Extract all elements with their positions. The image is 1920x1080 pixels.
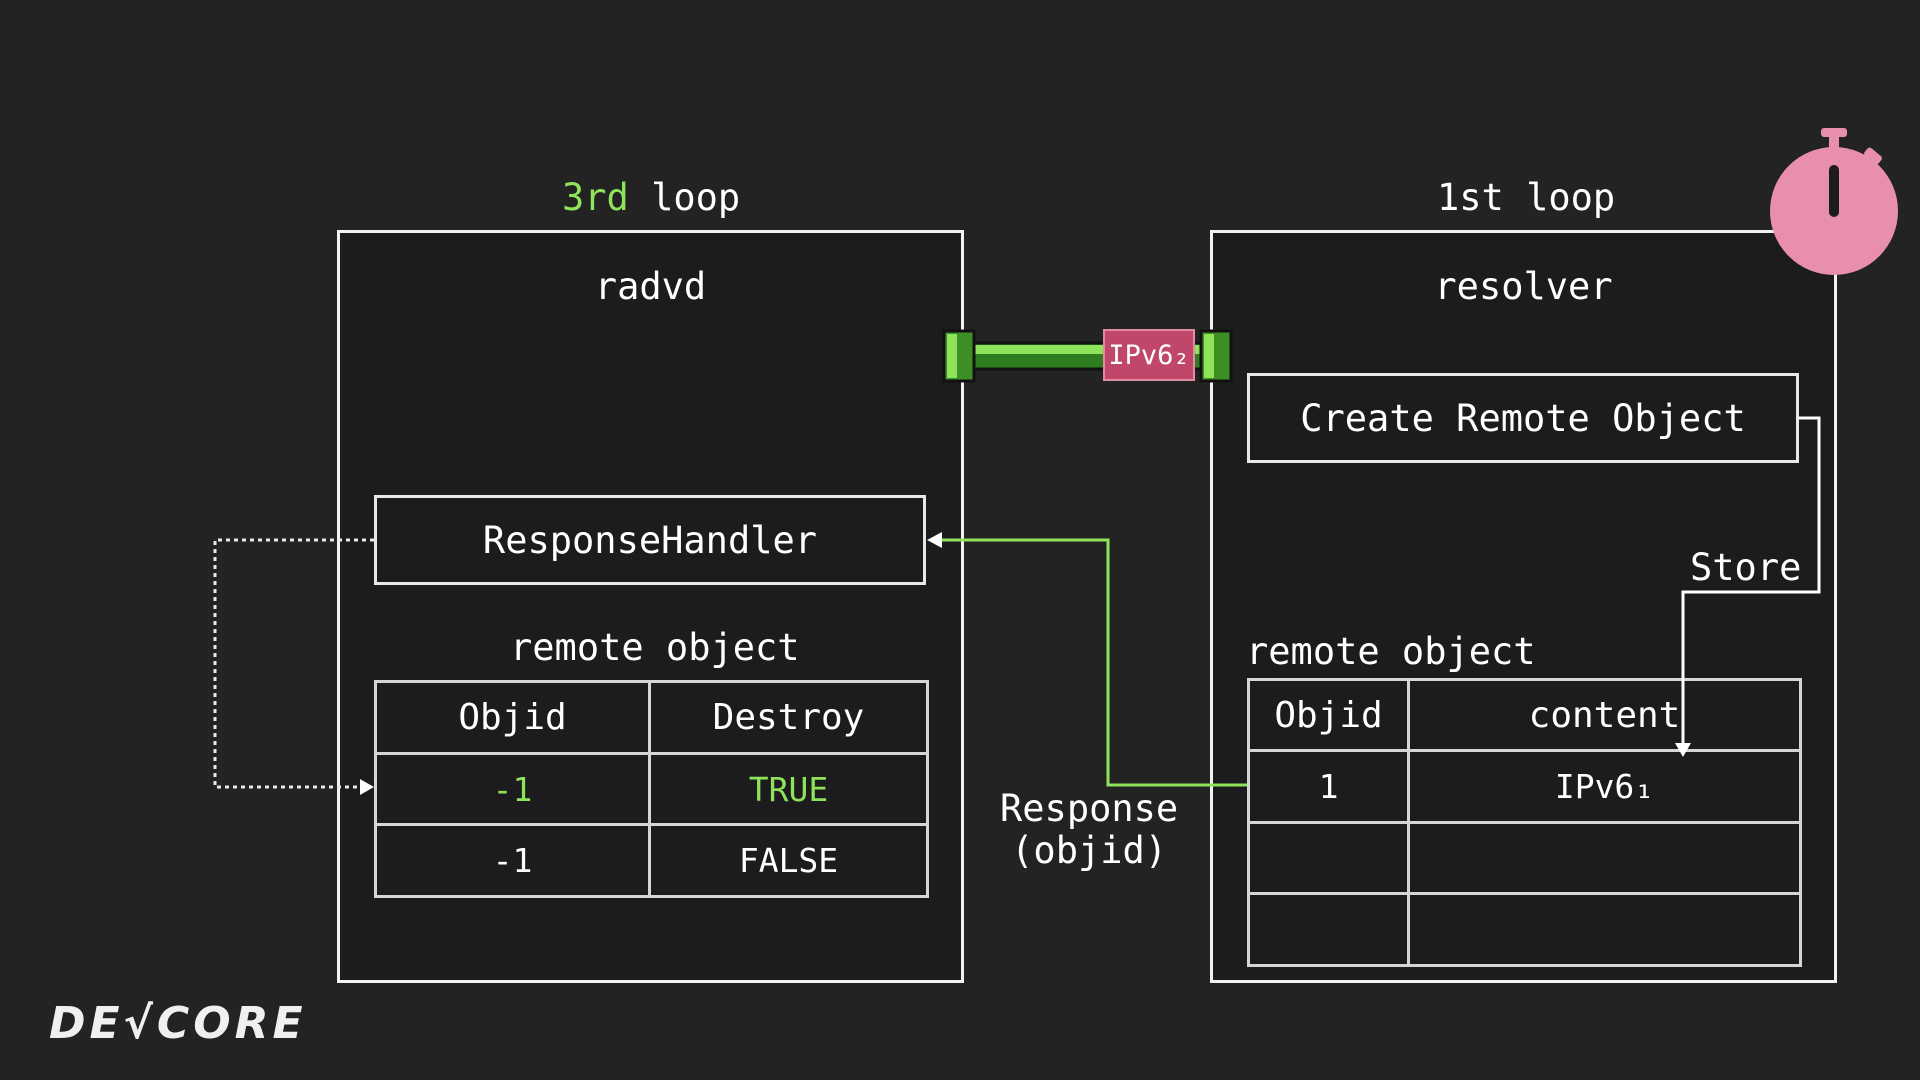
response-label-line1: Response [1000,787,1179,830]
right-loop-label: 1st loop [1437,176,1616,219]
column-header-content: content [1407,678,1802,752]
table-header-row: Objid Destroy [374,680,929,755]
left-loop-ordinal: 3rd [562,176,629,219]
response-arrow [940,538,1247,787]
store-label: Store [1690,546,1802,589]
right-remote-object-table: Objid content 1 IPv6₁ [1247,678,1802,967]
cell-objid: 1 [1247,749,1410,824]
table-row [1247,892,1802,967]
table-header-row: Objid content [1247,678,1802,752]
left-remote-object-table: Objid Destroy -1 TRUE -1 FALSE [374,680,929,898]
response-label-line2: (objid) [1011,829,1168,872]
devcore-logo: DE√CORE [49,998,307,1049]
cell-content: IPv6₁ [1407,749,1802,824]
cell-destroy: TRUE [648,752,929,826]
left-remote-object-caption: remote object [510,626,800,669]
table-row: -1 TRUE [374,752,929,826]
radvd-title: radvd [594,265,707,308]
response-handler-box: ResponseHandler [374,495,926,585]
right-remote-object-caption: remote object [1246,630,1536,673]
response-arrowhead [927,532,942,548]
left-loop-word: loop [628,176,741,219]
create-remote-object-box: Create Remote Object [1247,373,1799,463]
cell-objid: -1 [374,823,651,898]
cell-content [1407,821,1802,895]
cell-objid: -1 [374,752,651,826]
store-arrow [1681,416,1821,745]
column-header-destroy: Destroy [648,680,929,755]
cell-objid [1247,821,1410,895]
dotted-arrowhead [360,779,374,795]
response-label: Response (objid) [1000,788,1178,872]
column-header-objid: Objid [1247,678,1410,752]
column-header-objid: Objid [374,680,651,755]
cell-content [1407,892,1802,967]
store-arrowhead [1675,743,1691,757]
stopwatch-icon [1770,128,1898,275]
dotted-arrow [213,538,374,789]
resolver-title: resolver [1434,265,1613,308]
table-row: 1 IPv6₁ [1247,749,1802,824]
ipv6-packet-label: IPv6₂ [1103,329,1195,381]
left-loop-label: 3rd loop [562,176,740,219]
table-row [1247,821,1802,895]
cell-objid [1247,892,1410,967]
table-row: -1 FALSE [374,823,929,898]
cell-destroy: FALSE [648,823,929,898]
